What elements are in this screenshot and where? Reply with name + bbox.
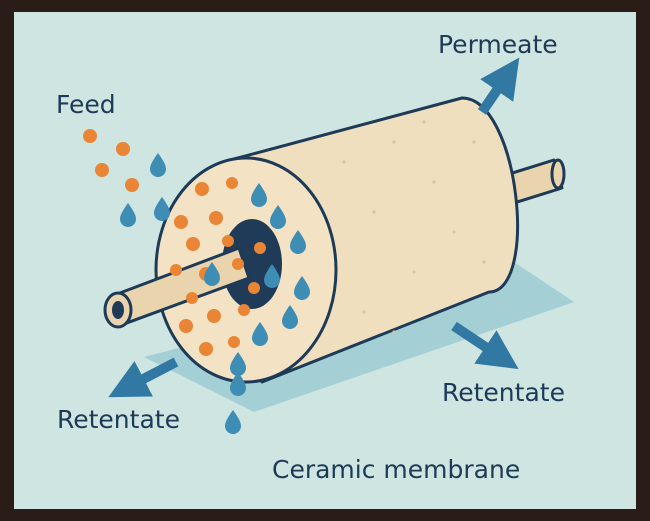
arrow-icon bbox=[451, 321, 519, 370]
feed-label: Feed bbox=[56, 90, 116, 119]
diagram-caption: Ceramic membrane bbox=[272, 455, 521, 484]
arrow-icon bbox=[108, 357, 179, 398]
ceramic-membrane-diagram bbox=[83, 57, 574, 434]
permeate-label: Permeate bbox=[438, 30, 558, 59]
diagram-panel: Feed Permeate Retentate Retentate Cerami… bbox=[14, 12, 636, 509]
retentate-label-left: Retentate bbox=[57, 405, 180, 434]
membrane-bore bbox=[222, 219, 282, 309]
arrow-icon bbox=[477, 57, 520, 115]
feed-particles bbox=[83, 129, 139, 192]
retentate-label-right: Retentate bbox=[442, 378, 565, 407]
